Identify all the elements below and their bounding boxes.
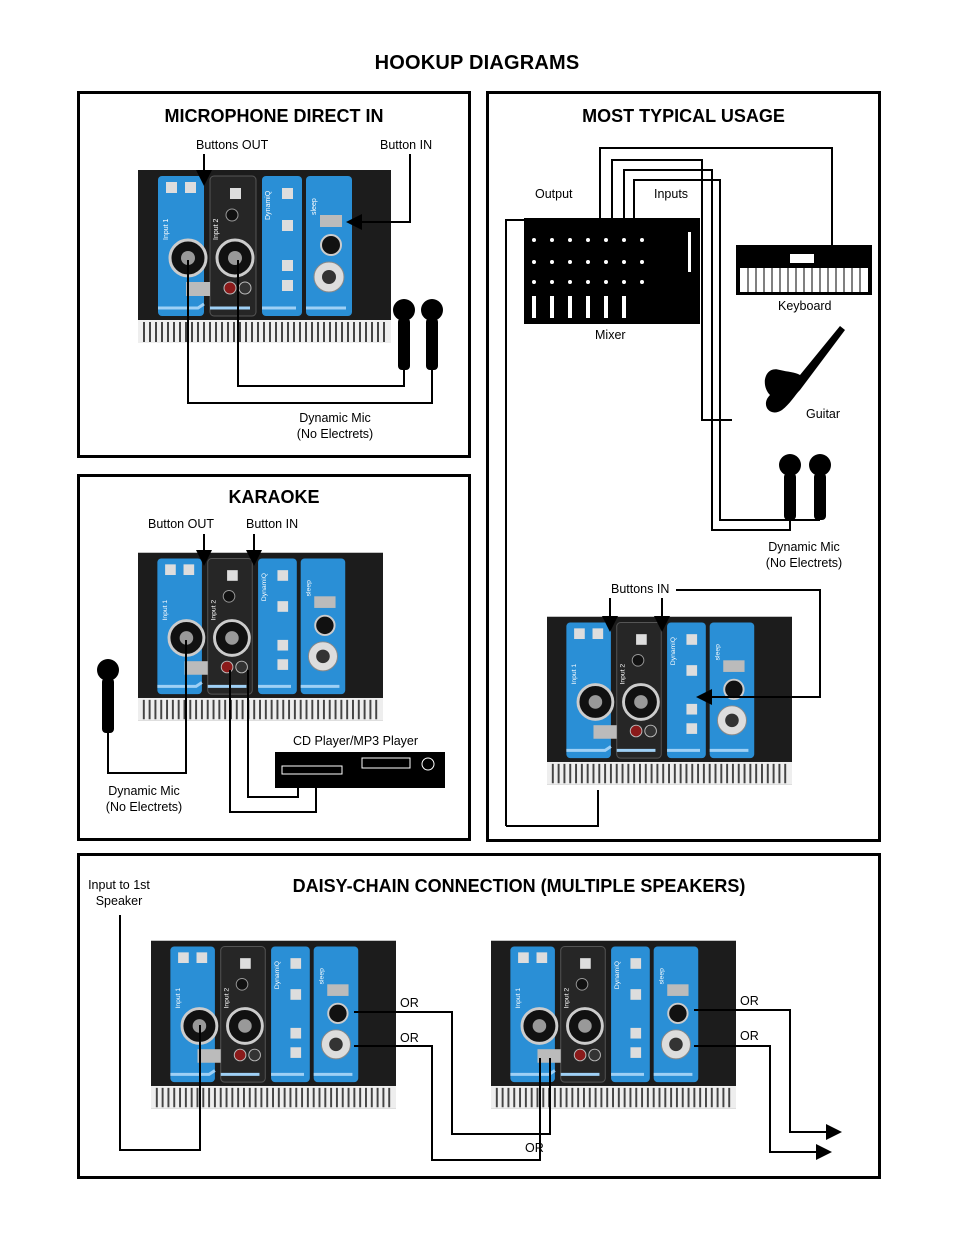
label-buttons-in: Buttons IN [611,582,670,596]
label-button-in: Button IN [380,138,433,152]
label-input-first-speaker: Input to 1st Speaker [80,877,158,909]
label-or: OR [400,996,419,1010]
label-button-out: Button OUT [148,517,214,531]
panel-title: DAISY-CHAIN CONNECTION (MULTIPLE SPEAKER… [292,876,746,896]
mixer-icon [524,218,700,324]
label-buttons-out: Buttons OUT [196,138,269,152]
label-line: (No Electrets) [296,427,374,441]
panel-title: MOST TYPICAL USAGE [582,106,785,126]
cd-player-icon [275,752,445,788]
label-line: (No Electrets) [105,800,183,814]
label-keyboard: Keyboard [778,299,832,313]
label-line: Speaker [95,894,143,908]
label-cd-player: CD Player/MP3 Player [293,734,419,748]
label-button-in: Button IN [246,517,299,531]
label-line: Dynamic Mic [299,411,371,425]
label-line: (No Electrets) [765,556,843,570]
label-line: Input to 1st [88,878,150,892]
label-mixer: Mixer [595,328,626,342]
label-or: OR [400,1031,419,1045]
label-output: Output [535,187,573,201]
label-guitar: Guitar [806,407,841,421]
label-or: OR [740,994,759,1008]
panel-title: MICROPHONE DIRECT IN [164,106,384,126]
panel-title: KARAOKE [228,487,320,507]
label-inputs: Inputs [654,187,689,201]
label-or: OR [740,1029,759,1043]
label-or: OR [525,1141,544,1155]
label-dynamic-mic: Dynamic Mic (No Electrets) [754,539,854,571]
guitar-icon [764,326,845,413]
keyboard-icon [736,245,872,295]
label-dynamic-mic: Dynamic Mic (No Electrets) [94,783,194,815]
page-title: HOOKUP DIAGRAMS [374,52,580,74]
mic-icon [97,299,831,733]
label-line: Dynamic Mic [768,540,840,554]
label-dynamic-mic: Dynamic Mic (No Electrets) [285,410,385,442]
label-line: Dynamic Mic [108,784,180,798]
